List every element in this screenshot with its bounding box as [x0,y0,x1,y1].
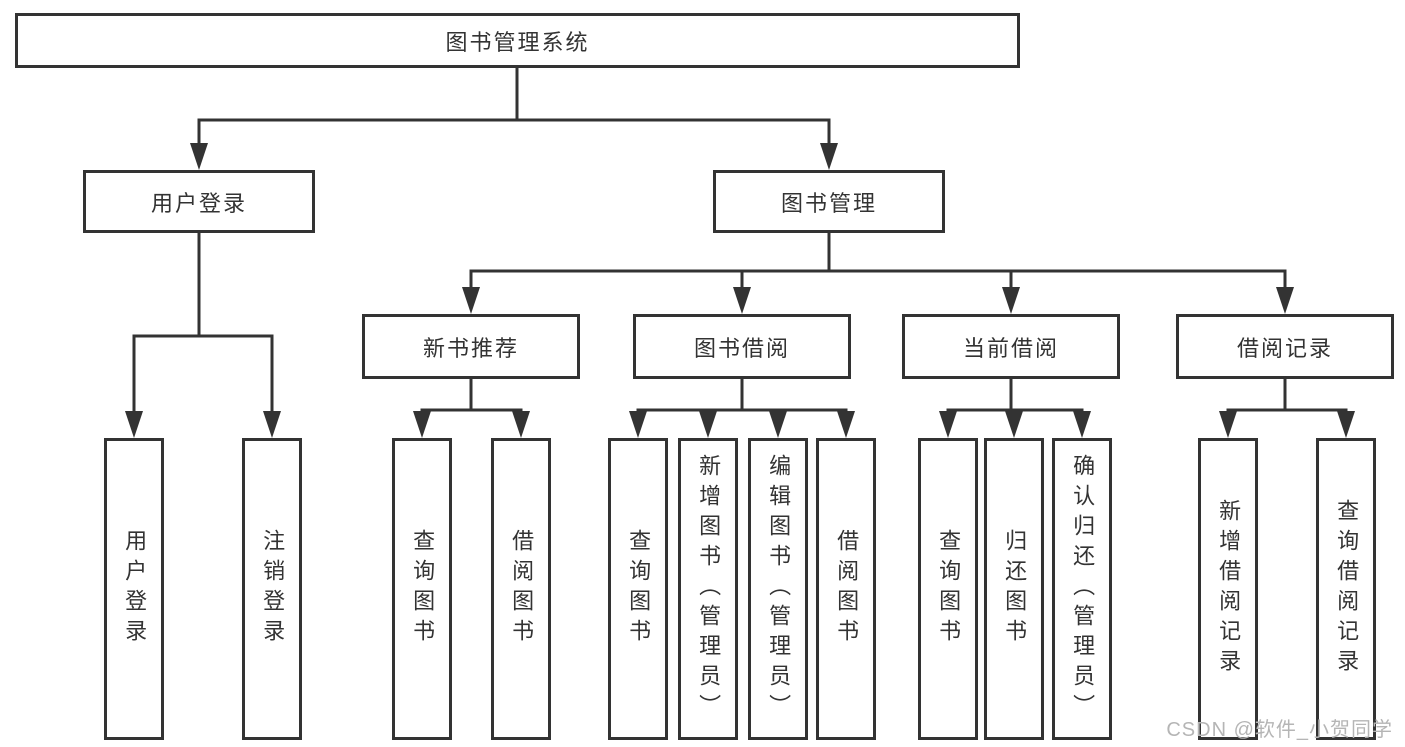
node-book-borrowing: 图书借阅 [633,314,851,379]
node-label: 归还图书 [1002,529,1028,649]
node-label: 查询借阅记录 [1334,499,1360,679]
node-book-management: 图书管理 [713,170,945,233]
node-label: 当前借阅 [962,335,1059,361]
node-label: 借阅图书 [509,529,535,649]
node-leaf-confirm-return-admin: 确认归还（管理员） [1052,438,1112,740]
node-leaf-return-books: 归还图书 [984,438,1044,740]
node-leaf-add-books-admin: 新增图书（管理员） [678,438,738,740]
node-leaf-borrow-books: 借阅图书 [816,438,876,740]
node-label: 查询图书 [936,529,962,649]
node-leaf-query-borrow-record: 查询借阅记录 [1316,438,1376,740]
node-leaf-borrow-books-recommend: 借阅图书 [491,438,551,740]
node-label: 注销登录 [260,529,286,649]
node-leaf-logout: 注销登录 [242,438,302,740]
node-leaf-user-login: 用户登录 [104,438,164,740]
node-new-book-recommend: 新书推荐 [362,314,580,379]
node-label: 确认归还（管理员） [1070,454,1096,724]
node-label: 用户登录 [150,190,247,216]
node-leaf-query-books-recommend: 查询图书 [392,438,452,740]
node-label: 新书推荐 [422,335,519,361]
node-library-system: 图书管理系统 [15,13,1020,68]
node-label: 图书管理 [780,190,877,216]
node-label: 借阅记录 [1236,335,1333,361]
node-leaf-add-borrow-record: 新增借阅记录 [1198,438,1258,740]
node-label: 查询图书 [626,529,652,649]
node-label: 新增借阅记录 [1216,499,1242,679]
node-label: 用户登录 [122,529,148,649]
node-label: 编辑图书（管理员） [766,454,792,724]
node-user-login: 用户登录 [83,170,315,233]
node-label: 图书管理系统 [445,29,590,55]
node-leaf-query-books-borrowing: 查询图书 [608,438,668,740]
node-label: 借阅图书 [834,529,860,649]
node-borrowing-records: 借阅记录 [1176,314,1394,379]
csdn-watermark: CSDN @软件_小贺同学 [1166,719,1393,741]
node-leaf-query-books-current: 查询图书 [918,438,978,740]
node-label: 新增图书（管理员） [696,454,722,724]
node-label: 查询图书 [410,529,436,649]
node-current-borrowing: 当前借阅 [902,314,1120,379]
node-label: 图书借阅 [693,335,790,361]
node-leaf-edit-books-admin: 编辑图书（管理员） [748,438,808,740]
